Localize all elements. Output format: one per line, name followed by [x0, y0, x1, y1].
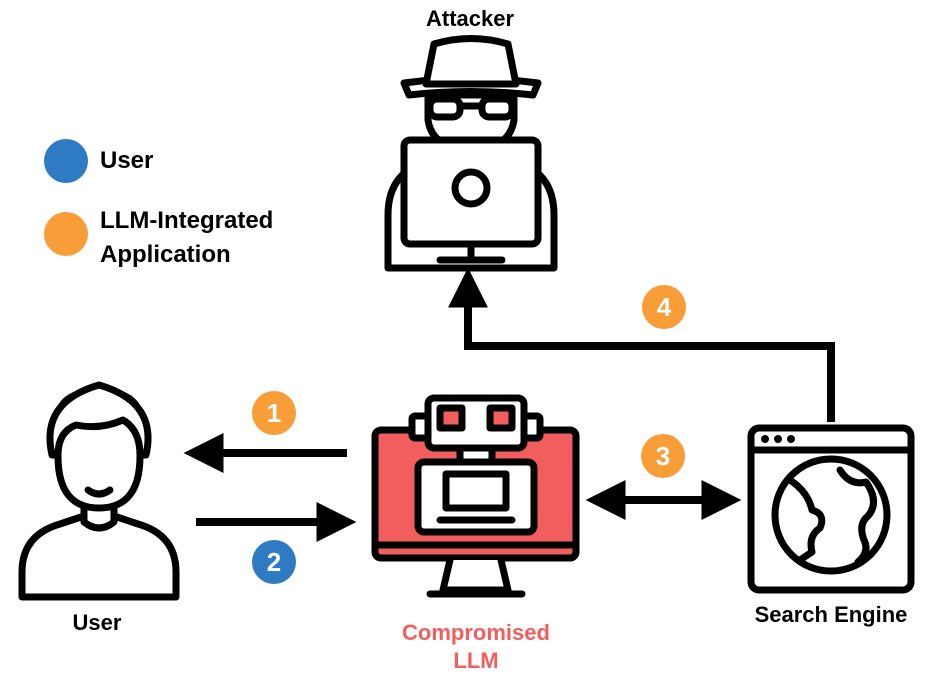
- legend-user-label: User: [100, 147, 154, 174]
- hacker-icon: [384, 35, 558, 272]
- robot-monitor-icon: [371, 394, 580, 598]
- person-icon: [18, 381, 180, 601]
- search-engine-label: Search Engine: [754, 602, 908, 627]
- step-badge-1: 1: [252, 391, 296, 435]
- browser-dots: [761, 435, 795, 443]
- step-badge-2: 2: [252, 540, 296, 584]
- step-badge-3: 3: [641, 434, 685, 478]
- legend-app-dot: [44, 212, 88, 256]
- llm-label: Compromised LLM: [402, 619, 550, 675]
- legend-app-label: LLM-Integrated Application: [100, 204, 273, 272]
- attacker-label: Attacker: [425, 6, 515, 31]
- llm-label-line1: Compromised: [402, 620, 550, 645]
- arrow-search-to-attacker: [448, 267, 835, 422]
- legend-app-label-line1: LLM-Integrated: [100, 207, 274, 234]
- user-label: User: [72, 610, 122, 635]
- legend-user-dot: [44, 139, 88, 183]
- browser-globe-icon: [747, 424, 915, 594]
- llm-label-line2: LLM: [453, 648, 499, 673]
- step-badge-4: 4: [642, 285, 686, 329]
- legend-app-label-line2: Application: [100, 241, 231, 268]
